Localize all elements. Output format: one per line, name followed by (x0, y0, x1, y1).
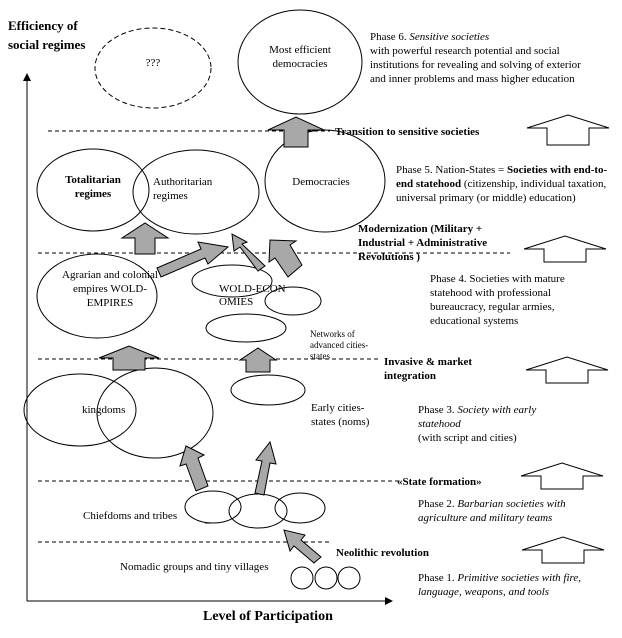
up-arrow-to-sensitive (267, 116, 325, 148)
networks-label: Networks of advanced cities-states (310, 329, 369, 361)
village-circle-3 (337, 566, 361, 590)
y-axis-title: Efficiency of social regimes (8, 18, 86, 52)
most-efficient-ellipse (237, 9, 363, 115)
arrow-villages-to-chiefdoms (283, 529, 322, 564)
phase-2-text: Phase 2. Barbarian societies with agricu… (418, 498, 566, 524)
phase-arrow-6 (526, 114, 610, 146)
totalitarian-ellipse (36, 148, 150, 232)
up-arrow-to-empires (98, 345, 160, 371)
early-city-ellipse (230, 374, 306, 406)
agrarian-empires-ellipse (36, 253, 158, 339)
phase-3-text: Phase 3. Society with early statehood(wi… (418, 404, 537, 444)
world-economy-ellipse-1 (191, 264, 273, 298)
unknown-label: ??? (145, 57, 161, 69)
up-arrow-to-networks (238, 347, 278, 373)
transition-invasive-label: Invasive & market integration (384, 356, 472, 382)
phase-4-text: Phase 4. Societies with mature statehood… (430, 273, 565, 327)
transition-state-formation-label: «State formation» (397, 476, 482, 488)
authoritarian-ellipse (132, 149, 260, 235)
chiefdom-ellipse-1 (184, 490, 242, 524)
phase-1-text: Phase 1. Primitive societies with fire, … (418, 572, 582, 598)
arrow-economies-to-authoritarian (231, 233, 266, 272)
kingdoms-ellipse-right (96, 367, 214, 459)
village-circle-1 (290, 566, 314, 590)
democracies-ellipse (264, 129, 386, 233)
village-circle-2 (314, 566, 338, 590)
totalitarian-label: Totalitarian regimes (65, 174, 121, 200)
transition-neolithic-label: Neolithic revolution (336, 547, 429, 559)
kingdoms-ellipse-left (23, 373, 137, 447)
world-economies-label: WOLD-ECONOMIES (219, 283, 286, 308)
transition-sensitive-label: Transition to sensitive societies (335, 126, 480, 138)
agrarian-empires-label: Agrarian and colonial empires WOLD-EMPIR… (62, 269, 158, 309)
arrow-chiefdoms-to-kingdoms (179, 445, 209, 492)
transition-modernization-label: Modernization (Military + Industrial + A… (358, 223, 488, 263)
arrow-economies-to-democracies (268, 239, 303, 278)
phase-arrow-2 (521, 536, 605, 564)
chiefdoms-label: Chiefdoms and tribes (83, 510, 178, 522)
nomadic-label: Nomadic groups and tiny villages (120, 561, 269, 573)
chiefdoms-underscore: _ (205, 513, 211, 525)
world-economy-ellipse-3 (205, 313, 287, 343)
phase-arrow-5 (523, 235, 607, 263)
unknown-ellipse (94, 27, 212, 109)
phase-arrow-3 (520, 462, 604, 490)
world-economy-ellipse-2 (264, 286, 322, 316)
phase-arrow-4 (525, 356, 609, 384)
x-axis-title: Level of Participation (203, 609, 333, 624)
up-arrow-to-totalitarian (120, 222, 170, 255)
arrow-chiefdoms-to-cities (254, 440, 277, 496)
early-cities-label: Early cities-states (noms) (311, 402, 370, 428)
most-efficient-label: Most efficient democracies (269, 44, 331, 70)
democracies-label: Democracies (292, 176, 350, 188)
chiefdom-ellipse-2 (228, 493, 288, 529)
authoritarian-label: Authoritarian regimes (153, 176, 213, 202)
arrow-empires-to-authoritarian (156, 241, 230, 278)
phase-5-text: Phase 5. Nation-States = Societies with … (396, 164, 608, 204)
chiefdom-ellipse-3 (274, 492, 326, 524)
kingdoms-label: kingdoms (82, 404, 126, 416)
